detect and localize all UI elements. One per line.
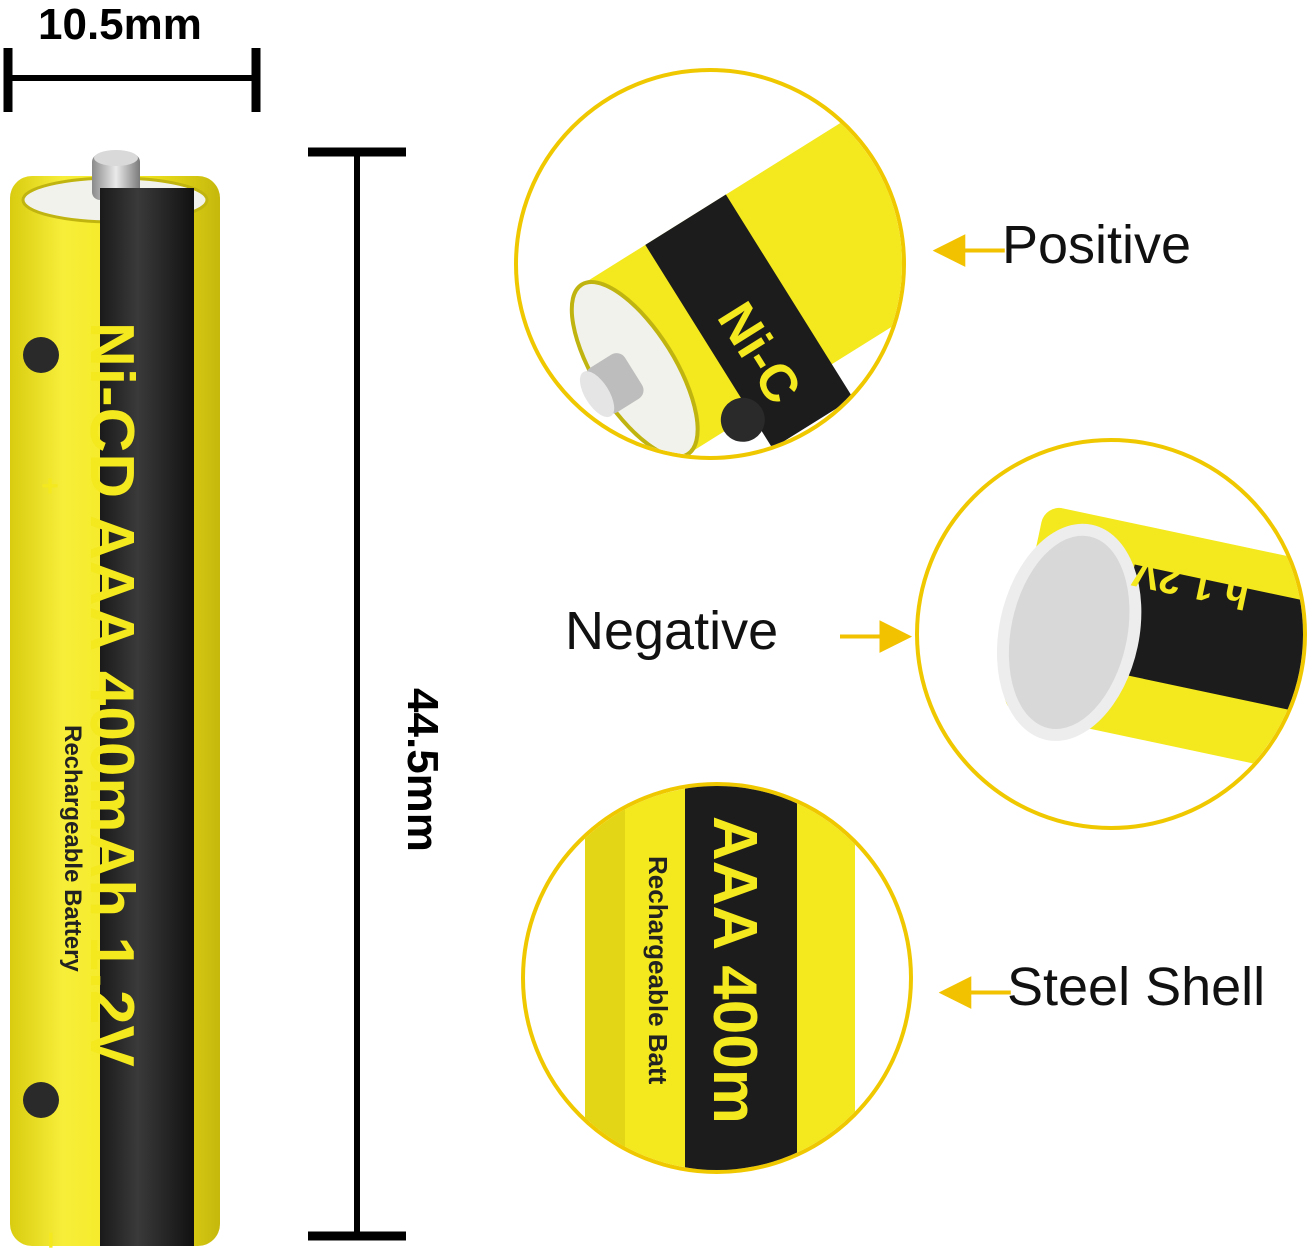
width-dimension: 10.5mm [0,0,270,115]
width-label: 10.5mm [38,0,202,49]
battery-capacity-voltage: 400mAh 1.2V [77,670,146,1068]
battery: + − Ni-CD AAA 400mAh 1.2V Rechargeable B… [8,140,238,1249]
steel-shell-zoom-image [585,786,855,1170]
steel-shell-zoom-text: AAA 400m [700,816,769,1124]
positive-zoom-circle: Ni-C [514,68,906,460]
height-dimension: 44.5mm [300,140,460,1250]
positive-label: Positive [1002,215,1192,275]
arrow-left-icon: ◀— [940,968,1011,1012]
height-label: 44.5mm [398,688,447,852]
negative-symbol: − [34,1231,67,1249]
width-dimension-bracket [3,48,261,112]
battery-body [10,150,220,1246]
arrow-right-icon: —▶ [840,612,911,656]
negative-zoom-circle: h 1.2V [915,438,1307,830]
battery-chemistry-size: Ni-CD AAA [77,322,146,653]
positive-zoom-image [569,79,902,456]
steel-shell-zoom-circle: AAA 400m Rechargeable Batt [521,782,913,1174]
negative-zoom-image [996,507,1303,778]
battery-subtitle: Rechargeable Battery [59,725,86,972]
positive-symbol: + [41,470,59,503]
height-dimension-bracket [308,147,406,1241]
arrow-left-icon: ◀— [934,226,1005,270]
negative-label: Negative [565,601,779,661]
steel-shell-label: Steel Shell [1007,957,1266,1017]
steel-shell-zoom-subtext: Rechargeable Batt [643,856,673,1085]
